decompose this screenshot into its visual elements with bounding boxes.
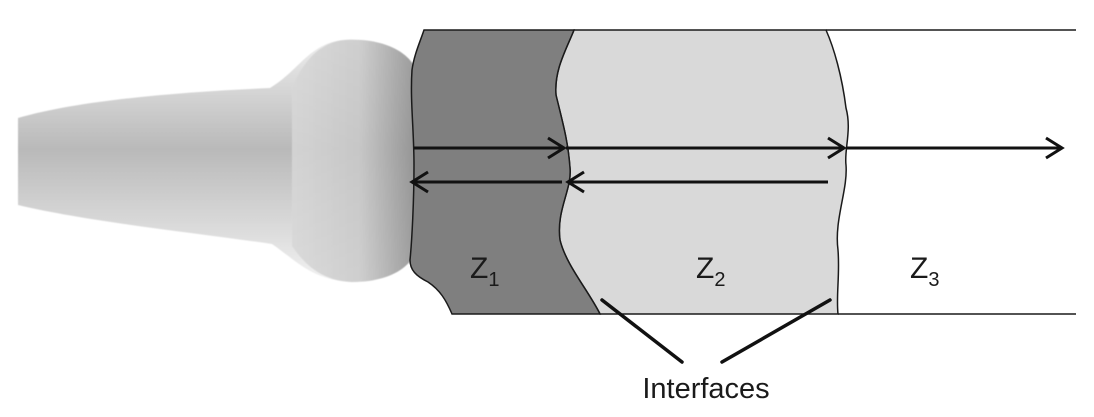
transducer-probe <box>18 39 416 282</box>
interface-pointers <box>600 298 832 364</box>
interface-pointer-1 <box>600 298 684 364</box>
arrowhead-right-3 <box>1045 136 1065 160</box>
reflected-echo <box>409 170 828 194</box>
interface-pointer-2 <box>720 298 832 364</box>
zone-1-label: Z1 <box>470 252 499 291</box>
zone-1-region <box>409 29 602 315</box>
zone-2-symbol: Z <box>696 252 714 285</box>
zone-3-label: Z3 <box>910 252 939 291</box>
zone-3-subscript: 3 <box>928 269 939 291</box>
arrowhead-left-1 <box>409 170 429 194</box>
arrowhead-right-2 <box>827 136 847 160</box>
zone-3-region <box>826 30 1076 314</box>
zone-2-label: Z2 <box>696 252 725 291</box>
transmitted-beam <box>414 136 1065 160</box>
zone-1-subscript: 1 <box>488 269 499 291</box>
arrowhead-right-1 <box>547 136 567 160</box>
zone-2-subscript: 2 <box>714 269 725 291</box>
interfaces-label: Interfaces <box>642 373 769 405</box>
probe-head <box>292 39 416 282</box>
zone-3-symbol: Z <box>910 252 928 285</box>
zone-1-symbol: Z <box>470 252 488 285</box>
arrowhead-left-2 <box>565 170 585 194</box>
